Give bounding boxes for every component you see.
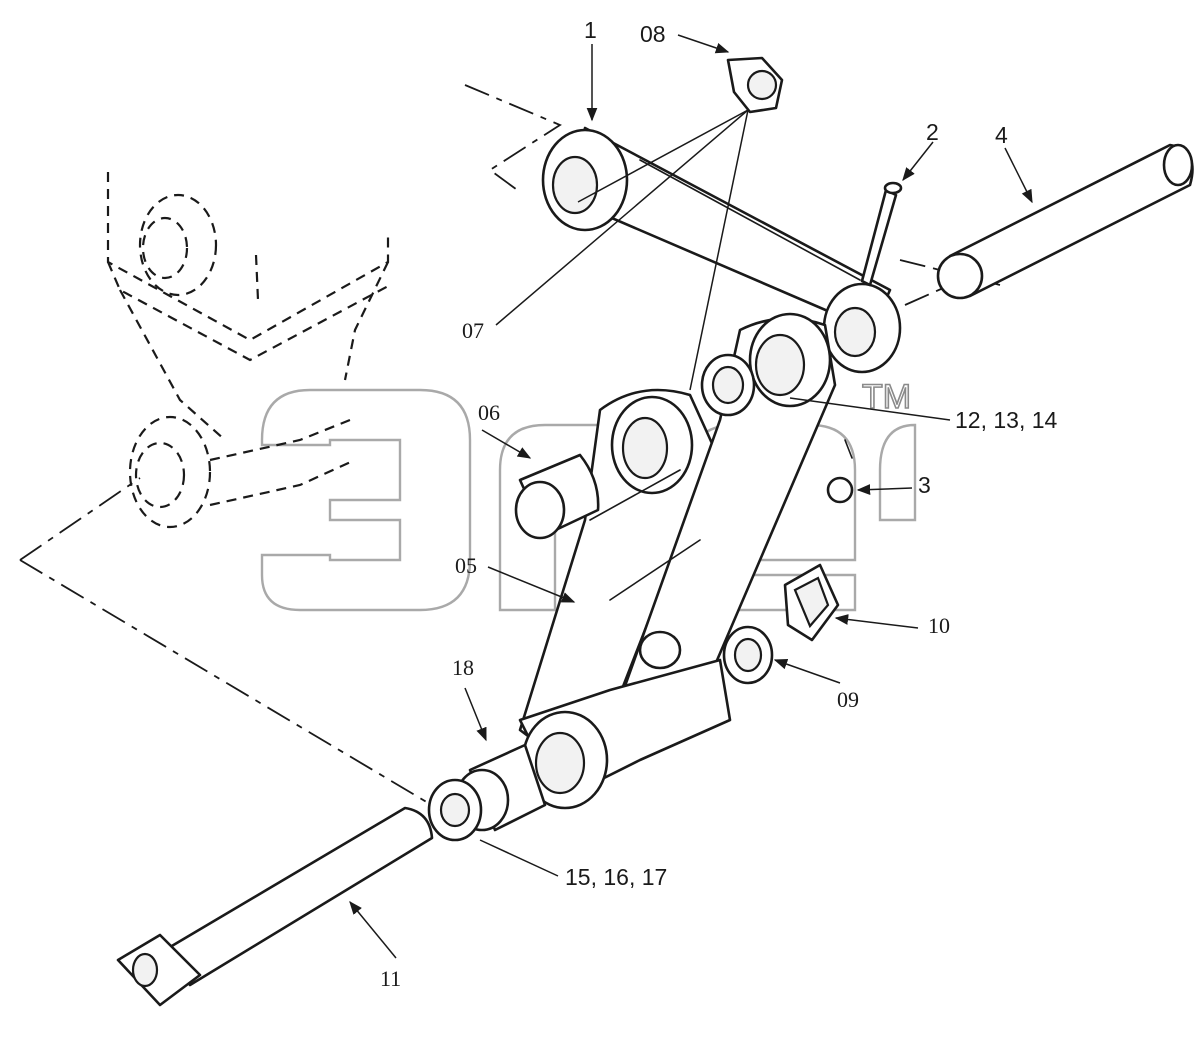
label-12-13-14: 12, 13, 14 (955, 407, 1058, 433)
plate-10 (783, 563, 840, 642)
frame-bracket-dashed (19, 172, 441, 811)
label-1: 1 (584, 17, 597, 43)
label-4: 4 (995, 122, 1008, 148)
washer-15-17 (427, 778, 483, 842)
label-09: 09 (837, 687, 859, 712)
label-11: 11 (380, 966, 401, 991)
label-05: 05 (455, 553, 477, 578)
nut-3 (826, 439, 854, 504)
bushing-12-14 (700, 353, 756, 417)
grease-fitting (726, 56, 784, 114)
label-10: 10 (928, 613, 950, 638)
link-arm (518, 312, 837, 810)
watermark-tm: TM (862, 378, 911, 416)
label-2: 2 (926, 119, 939, 145)
label-18: 18 (452, 655, 474, 680)
label-06: 06 (478, 400, 500, 425)
bolt-2 (860, 181, 903, 287)
washer-09 (722, 625, 774, 685)
pin-4 (936, 143, 1194, 300)
label-08: 08 (640, 21, 666, 47)
bushing-06 (514, 453, 600, 540)
leader-lines (349, 34, 1033, 959)
callout-labels: 1 08 2 4 07 06 12, 13, 14 3 05 10 09 18 … (380, 17, 1058, 991)
label-15-16-17: 15, 16, 17 (565, 864, 667, 890)
cross-shaft-assembly (464, 84, 1001, 374)
label-07: 07 (462, 318, 484, 343)
label-3: 3 (918, 472, 931, 498)
pin-11 (116, 806, 434, 1007)
